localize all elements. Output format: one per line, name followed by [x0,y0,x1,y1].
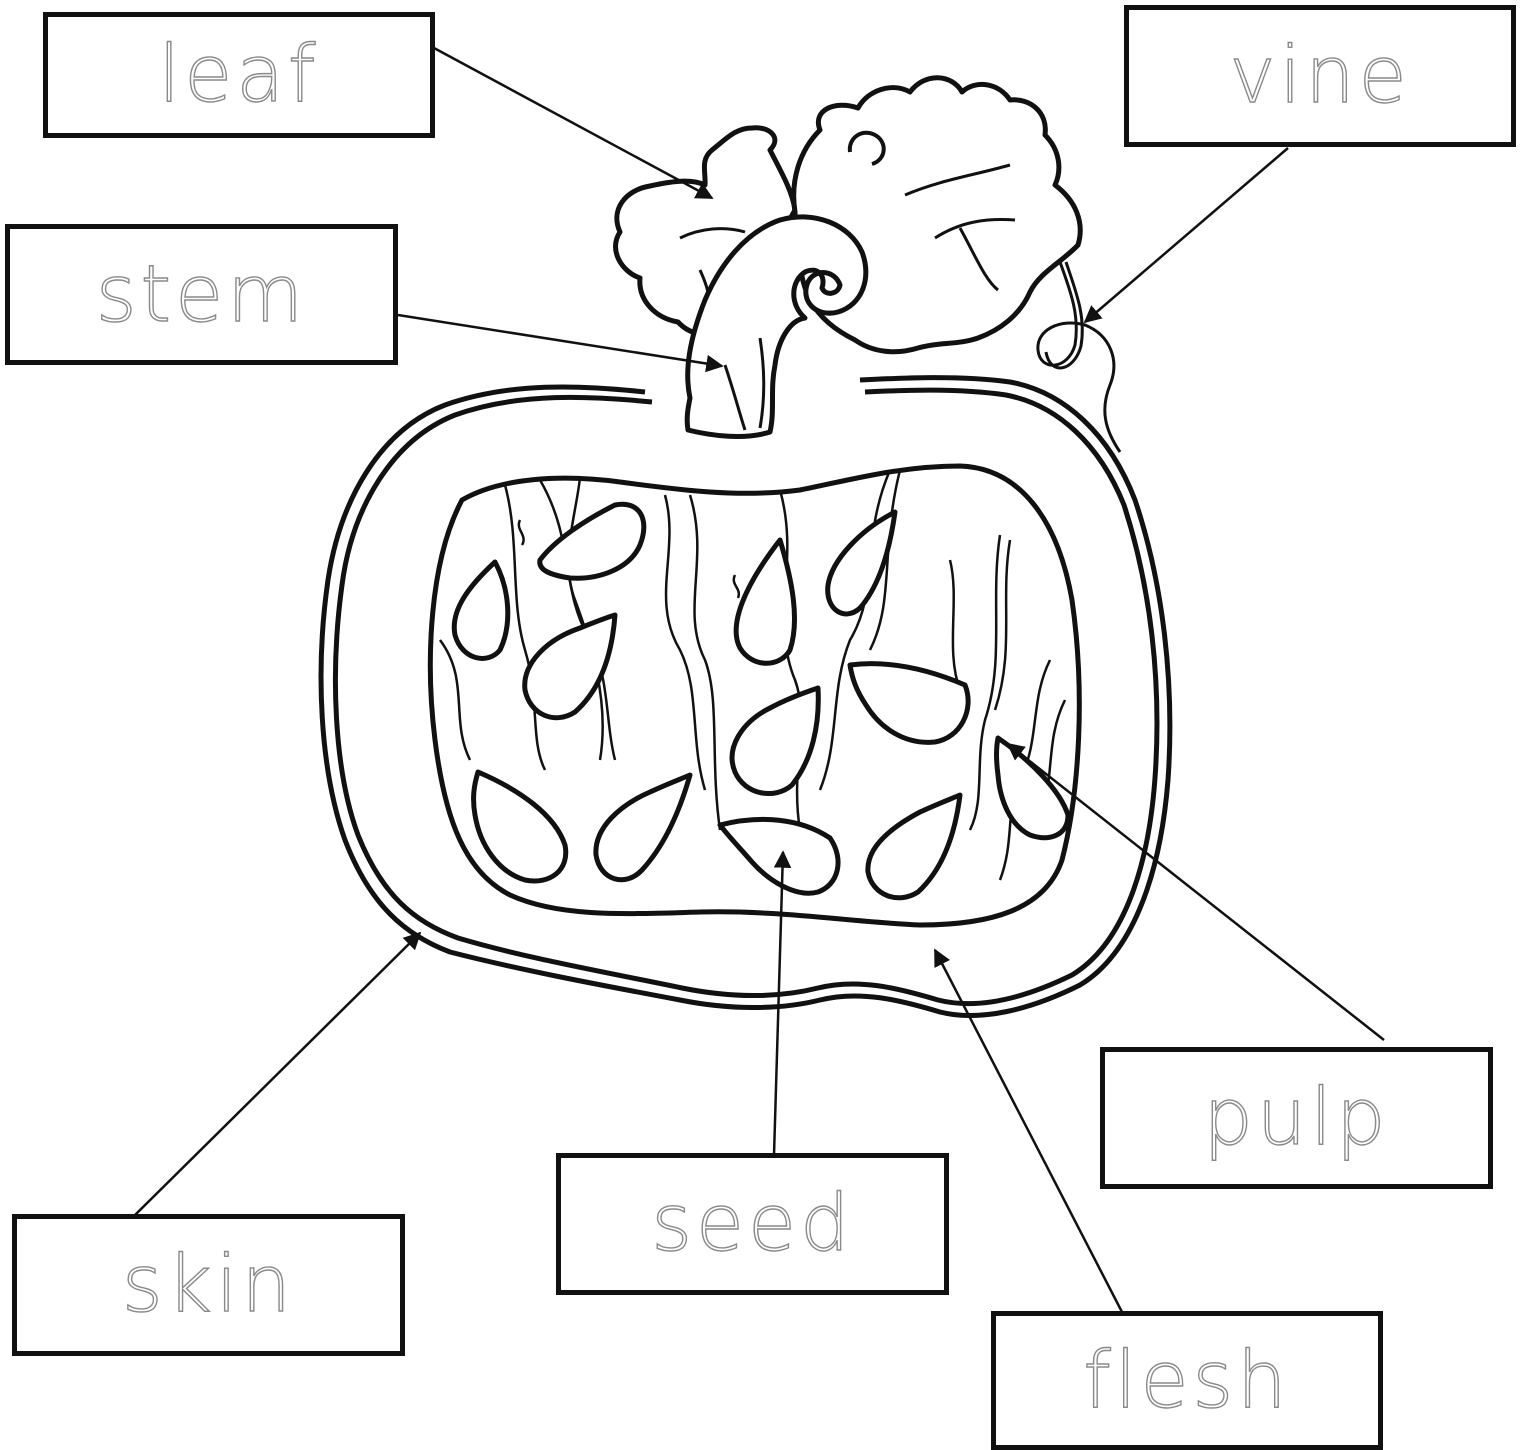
label-box-pulp[interactable]: pulp [1100,1047,1493,1189]
label-box-flesh[interactable]: flesh [991,1311,1383,1450]
label-flesh: flesh [1083,1342,1290,1420]
label-pulp: pulp [1203,1079,1389,1157]
leaf-drawing [616,78,1081,352]
seed-shape [720,819,838,893]
seed-shape [850,664,968,743]
leader-line-skin [135,933,420,1215]
seed-shape [596,775,690,880]
seed-shape [454,562,508,658]
label-box-stem[interactable]: stem [5,224,398,365]
seed-shape [868,795,960,898]
vine-drawing [1038,262,1120,452]
seed-shape [474,772,566,881]
seeds [454,504,1068,898]
pumpkin-body [321,378,1170,1016]
label-box-skin[interactable]: skin [12,1214,405,1356]
label-leaf: leaf [159,36,320,114]
seed-shape [736,540,794,663]
seed-shape [732,688,818,794]
label-stem: stem [96,256,307,334]
leader-line-seed [774,852,783,1155]
label-box-vine[interactable]: vine [1124,5,1516,147]
leader-line-leaf [434,48,712,198]
leader-line-vine [1085,148,1288,322]
seed-shape [997,738,1069,838]
leader-line-pulp [1008,744,1384,1040]
label-skin: skin [122,1246,295,1324]
label-vine: vine [1229,37,1410,115]
label-seed: seed [651,1185,853,1263]
label-box-leaf[interactable]: leaf [43,12,435,138]
label-box-seed[interactable]: seed [556,1153,949,1295]
